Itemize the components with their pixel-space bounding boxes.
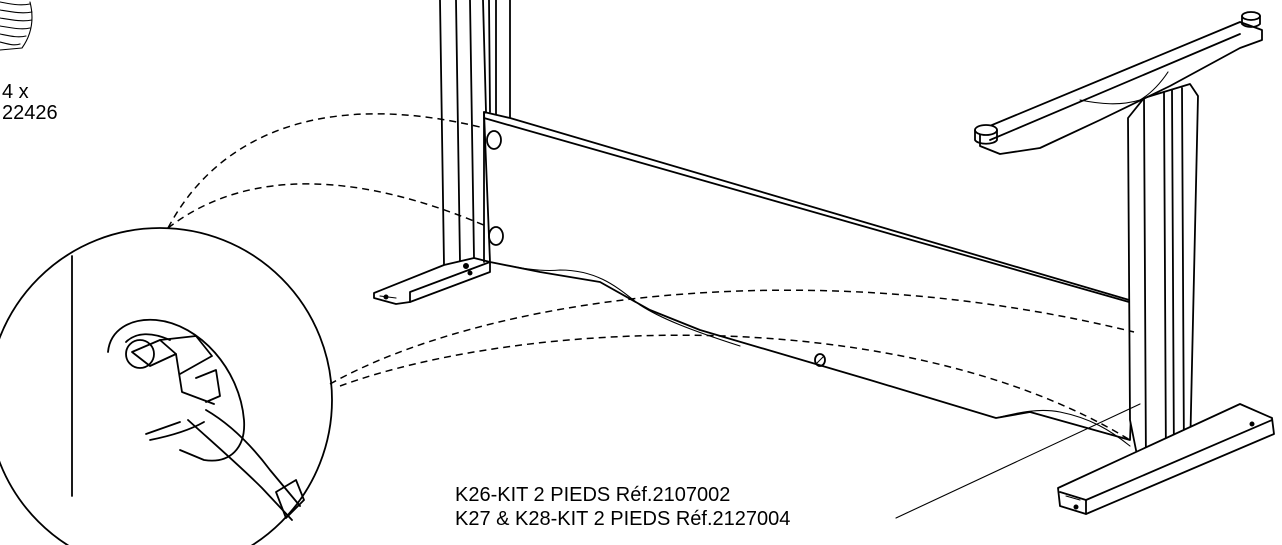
- label-pointer-line: [895, 403, 1141, 519]
- dashed-leaders: [167, 113, 1135, 441]
- kit-reference-line-2: K27 & K28-KIT 2 PIEDS Réf.2127004: [455, 508, 791, 530]
- detail-magnifier: [0, 227, 333, 545]
- left-leg: [373, 0, 511, 305]
- kit-reference-line-1: K26-KIT 2 PIEDS Réf.2107002: [455, 484, 731, 506]
- quantity-label: 4 x: [2, 81, 29, 103]
- part-reference-label: 22426: [2, 102, 58, 124]
- screw-icon: [0, 1, 33, 51]
- right-leg: [974, 11, 1275, 515]
